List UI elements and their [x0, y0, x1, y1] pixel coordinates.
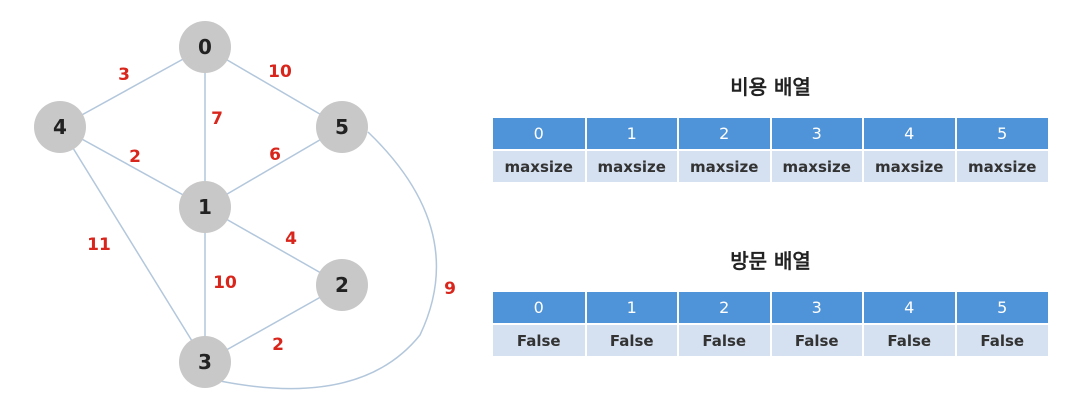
visited-index-cell: 0 [493, 292, 587, 324]
cost-array-value-row: maxsize maxsize maxsize maxsize maxsize … [493, 149, 1048, 182]
weight-5-1: 6 [269, 145, 281, 165]
visited-index-cell: 1 [585, 292, 679, 324]
visited-value-cell: False [585, 323, 679, 356]
visited-value-cell: False [863, 323, 957, 356]
svg-text:0: 0 [198, 35, 212, 59]
visited-index-cell: 2 [678, 292, 772, 324]
cost-index-cell: 0 [493, 118, 587, 150]
cost-array-panel: 비용 배열 0 1 2 3 4 5 maxsize maxsize maxsiz… [493, 72, 1048, 182]
node-0: 0 [179, 21, 231, 73]
cost-index-cell: 5 [955, 118, 1048, 150]
graph-diagram: 0 4 5 1 2 3 3 10 7 2 6 4 11 10 2 [34, 21, 456, 390]
node-1: 1 [179, 181, 231, 233]
edge-4-1 [59, 126, 206, 208]
svg-text:2: 2 [335, 273, 349, 297]
edge-4-3 [59, 126, 206, 363]
cost-index-cell: 3 [770, 118, 864, 150]
svg-text:3: 3 [198, 350, 212, 374]
weight-5-3: 9 [444, 279, 456, 299]
visited-array-table: 0 1 2 3 4 5 False False False False Fals… [493, 292, 1048, 356]
visited-value-cell: False [493, 323, 587, 356]
weight-0-1: 7 [211, 109, 223, 129]
cost-value-cell: maxsize [585, 149, 679, 182]
cost-array-index-row: 0 1 2 3 4 5 [493, 118, 1048, 150]
node-2: 2 [316, 259, 368, 311]
cost-index-cell: 2 [678, 118, 772, 150]
cost-index-cell: 4 [863, 118, 957, 150]
edge-2-3 [204, 284, 343, 363]
weight-0-4: 3 [118, 65, 130, 85]
node-3: 3 [179, 336, 231, 388]
cost-array-title: 비용 배열 [730, 75, 811, 99]
cost-value-cell: maxsize [863, 149, 957, 182]
edge-5-1 [204, 126, 343, 208]
cost-value-cell: maxsize [493, 149, 587, 182]
weight-1-3: 10 [213, 273, 237, 293]
visited-array-panel: 방문 배열 0 1 2 3 4 5 False False False Fals… [493, 246, 1048, 356]
visited-array-index-row: 0 1 2 3 4 5 [493, 292, 1048, 324]
cost-array-table: 0 1 2 3 4 5 maxsize maxsize maxsize maxs… [493, 118, 1048, 182]
svg-text:5: 5 [335, 115, 349, 139]
weight-2-3: 2 [272, 335, 284, 355]
weight-4-3: 11 [87, 235, 111, 255]
cost-index-cell: 1 [585, 118, 679, 150]
visited-array-title: 방문 배열 [730, 249, 811, 273]
weight-4-1: 2 [129, 147, 141, 167]
weight-1-2: 4 [285, 229, 297, 249]
cost-value-cell: maxsize [678, 149, 772, 182]
edge-0-5 [204, 46, 343, 128]
visited-index-cell: 5 [955, 292, 1048, 324]
weight-0-5: 10 [268, 62, 292, 82]
node-4: 4 [34, 101, 86, 153]
visited-index-cell: 4 [863, 292, 957, 324]
edge-0-4 [59, 46, 206, 128]
cost-value-cell: maxsize [770, 149, 864, 182]
edge-1-2 [204, 206, 343, 286]
visited-array-value-row: False False False False False False [493, 323, 1048, 356]
visited-value-cell: False [678, 323, 772, 356]
cost-value-cell: maxsize [955, 149, 1048, 182]
visited-value-cell: False [955, 323, 1048, 356]
svg-text:1: 1 [198, 195, 212, 219]
svg-text:4: 4 [53, 115, 67, 139]
edge-5-3 [214, 131, 438, 390]
node-5: 5 [316, 101, 368, 153]
visited-value-cell: False [770, 323, 864, 356]
visited-index-cell: 3 [770, 292, 864, 324]
